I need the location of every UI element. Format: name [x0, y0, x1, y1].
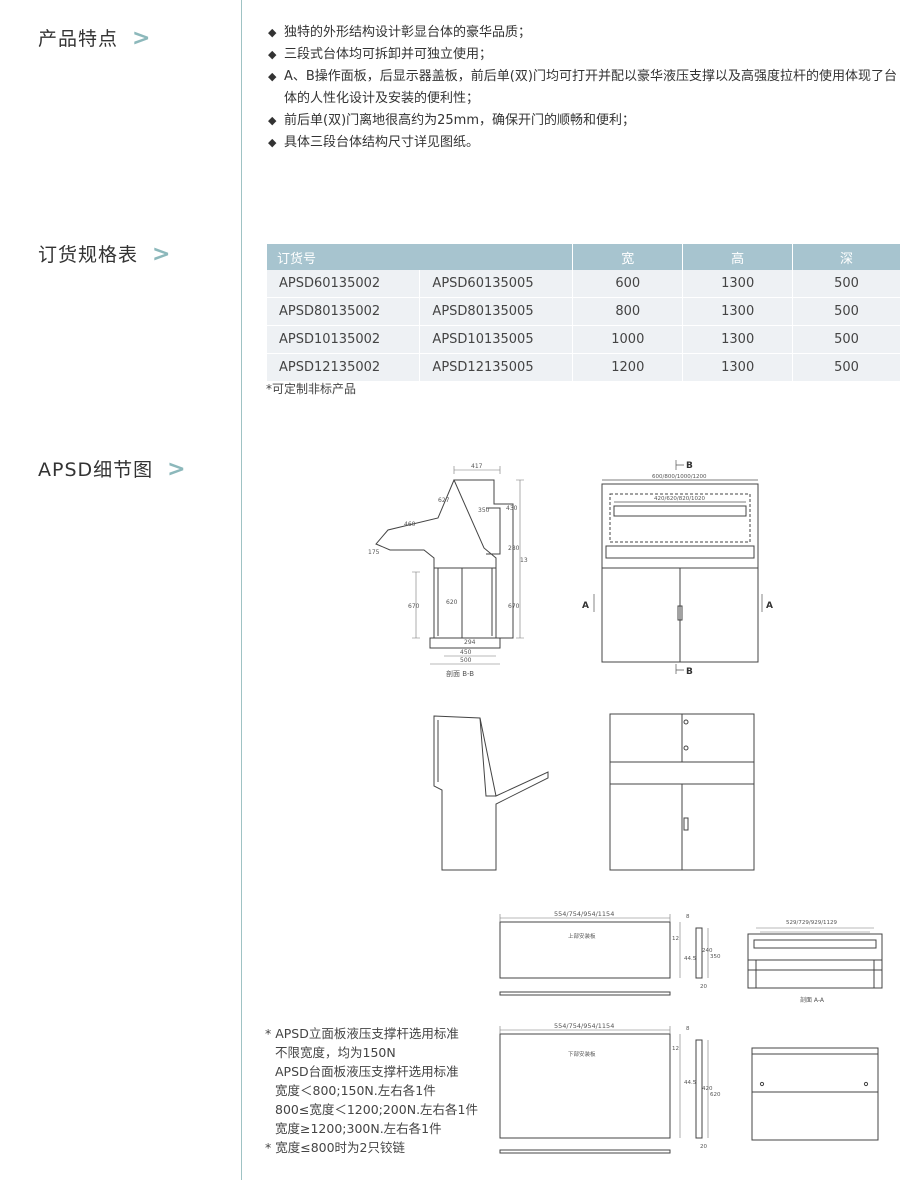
- section-title-spec: 订货规格表>: [38, 242, 172, 267]
- note-line: APSD台面板液压支撑杆选用标准: [275, 1064, 459, 1079]
- section-aa-drawing: 529/729/929/1129 剖面 A-A: [747, 920, 883, 1004]
- dim-label: 44.5: [684, 956, 697, 962]
- note-line: * APSD立面板液压支撑杆选用标准: [265, 1026, 459, 1041]
- dim-label: 554/754/954/1154: [554, 910, 614, 918]
- dim-label: 627: [438, 497, 450, 504]
- note-line: * 宽度≤800时为2只铰链: [265, 1140, 406, 1155]
- side-section-drawing: 417 627 350 430 460 175 280 1300 620 670…: [368, 463, 528, 678]
- diamond-bullet-icon: ◆: [268, 114, 277, 127]
- feature-item: ◆独特的外形结构设计彰显台体的豪华品质；: [268, 22, 904, 44]
- dim-label: 500: [460, 657, 472, 664]
- divider-line: [241, 0, 242, 1180]
- dim-label: 670: [508, 603, 520, 610]
- section-title-detail: APSD细节图>: [38, 457, 187, 482]
- panel-label: 上部安装板: [568, 932, 596, 940]
- dim-label: 670: [408, 603, 420, 610]
- header-height: 高: [682, 244, 794, 270]
- dim-label: 600/800/1000/1200: [652, 474, 707, 480]
- drawing-caption: 剖面 A-A: [800, 996, 825, 1004]
- dim-label: 44.5: [684, 1080, 697, 1086]
- section-mark: A: [582, 601, 589, 611]
- dim-label: 529/729/929/1129: [786, 920, 838, 926]
- note-line: 不限宽度，均为150N: [275, 1045, 396, 1060]
- dim-label: 450: [460, 649, 472, 656]
- chevron-right-icon: >: [167, 457, 187, 482]
- feature-item: ◆A、B操作面板，后显示器盖板，前后单(双)门均可打开并配以豪华液压支撑以及高强…: [268, 66, 904, 110]
- note-line: 宽度≥1200;300N.左右各1件: [275, 1121, 442, 1136]
- dim-label: 240: [702, 948, 713, 954]
- lower-panel-drawing: 554/754/954/1154 下部安装板 8 12 44.5 420 620…: [499, 1022, 721, 1154]
- section-mark: B: [686, 667, 693, 677]
- feature-item: ◆三段式台体均可拆卸并可独立使用；: [268, 44, 904, 66]
- dim-label: 175: [368, 549, 380, 556]
- header-order-no: 订货号: [267, 244, 574, 270]
- section-mark: A: [766, 601, 773, 611]
- dim-label: 20: [700, 984, 707, 990]
- support-notes: * APSD立面板液压支撑杆选用标准 不限宽度，均为150N APSD台面板液压…: [265, 1024, 478, 1157]
- feature-list: ◆独特的外形结构设计彰显台体的豪华品质； ◆三段式台体均可拆卸并可独立使用； ◆…: [268, 22, 904, 154]
- header-width: 宽: [572, 244, 684, 270]
- rear-elevation-drawing: [609, 713, 755, 871]
- chevron-right-icon: >: [132, 26, 152, 51]
- note-line: 宽度＜800;150N.左右各1件: [275, 1083, 436, 1098]
- feature-item: ◆具体三段台体结构尺寸详见图纸。: [268, 132, 904, 154]
- diamond-bullet-icon: ◆: [268, 48, 277, 61]
- section-title-features: 产品特点>: [38, 26, 152, 51]
- note-line: 800≤宽度＜1200;200N.左右各1件: [275, 1102, 478, 1117]
- feature-item: ◆前后单(双)门离地很高约为25mm，确保开门的顺畅和便利；: [268, 110, 904, 132]
- front-elevation-drawing: B B A A 600/800/1000/1200 420/620/820/10…: [582, 460, 773, 677]
- section-mark: B: [686, 461, 693, 471]
- dim-label: 8: [686, 1026, 690, 1032]
- diamond-bullet-icon: ◆: [268, 26, 277, 39]
- dim-label: 430: [506, 505, 518, 512]
- dim-label: 294: [464, 639, 476, 646]
- dim-label: 20: [700, 1144, 707, 1150]
- dim-label: 12: [672, 936, 679, 942]
- diamond-bullet-icon: ◆: [268, 136, 277, 149]
- dim-label: 1300: [520, 557, 528, 564]
- chevron-right-icon: >: [152, 242, 172, 267]
- dim-label: 460: [404, 521, 416, 528]
- dim-label: 350: [478, 507, 490, 514]
- dim-label: 420/620/820/1020: [654, 496, 706, 502]
- isometric-side-drawing: [433, 715, 549, 871]
- panel-label: 下部安装板: [568, 1050, 596, 1058]
- table-header-row: 订货号 宽 高 深: [267, 244, 901, 270]
- diamond-bullet-icon: ◆: [268, 70, 277, 83]
- drawing-caption: 剖面 B-B: [446, 669, 474, 678]
- small-cabinet-drawing: [751, 1047, 879, 1141]
- dim-label: 420: [702, 1086, 713, 1092]
- dim-label: 620: [446, 599, 458, 606]
- dim-label: 12: [672, 1046, 679, 1052]
- header-depth: 深: [792, 244, 901, 270]
- dim-label: 8: [686, 914, 690, 920]
- dim-label: 417: [471, 463, 483, 470]
- upper-panel-drawing: 554/754/954/1154 上部安装板 8 12 240 350 44.5…: [499, 910, 721, 996]
- dim-label: 280: [508, 545, 520, 552]
- table-note: *可定制非标产品: [266, 382, 357, 396]
- dim-label: 350: [710, 954, 721, 960]
- dim-label: 554/754/954/1154: [554, 1022, 614, 1030]
- dim-label: 620: [710, 1092, 721, 1098]
